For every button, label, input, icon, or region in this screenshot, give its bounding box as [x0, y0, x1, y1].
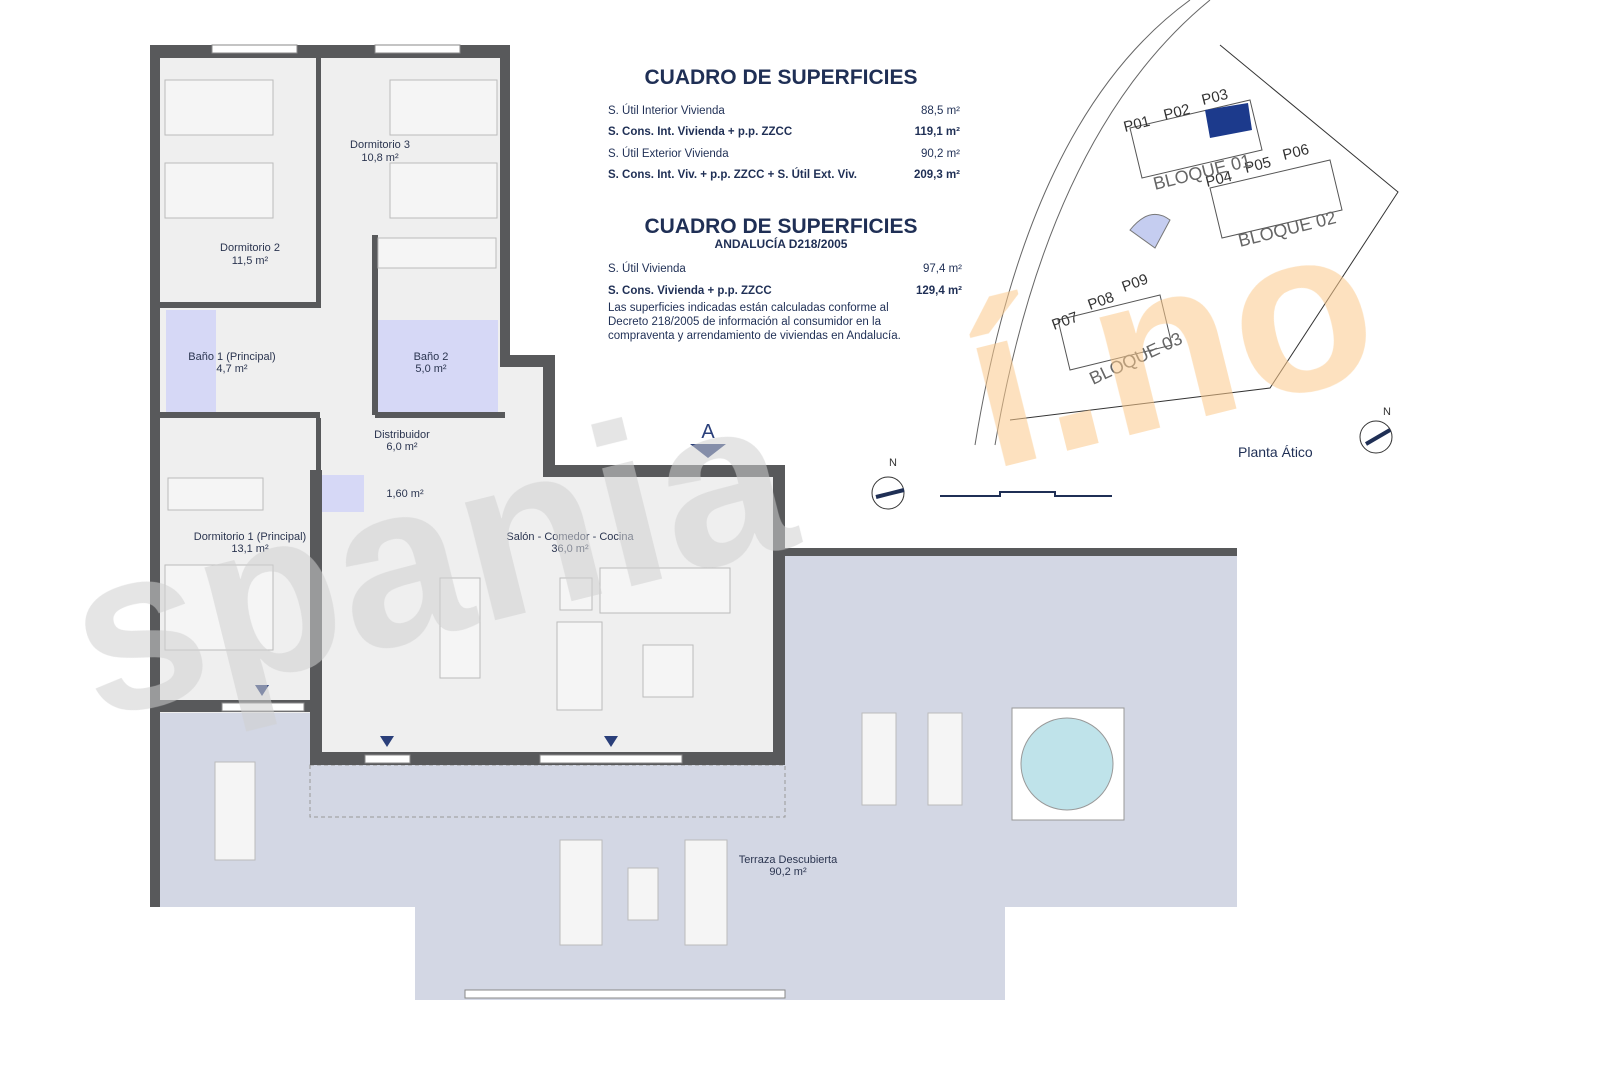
- svg-text:S. Útil Exterior Vivienda: S. Útil Exterior Vivienda: [608, 147, 729, 160]
- svg-text:compraventa y arrendamiento de: compraventa y arrendamiento de viviendas…: [608, 330, 901, 342]
- room-labels: Dormitorio 3 10,8 m² Dormitorio 2 11,5 m…: [188, 139, 838, 878]
- svg-text:Decreto 218/2005 de informació: Decreto 218/2005 de información al consu…: [608, 316, 882, 328]
- svg-text:í.no: í.no: [940, 169, 1399, 517]
- svg-text:Las superficies indicadas está: Las superficies indicadas están calculad…: [608, 302, 889, 314]
- svg-text:S. Cons. Int. Viv. + p.p. ZZCC: S. Cons. Int. Viv. + p.p. ZZCC + S. Útil…: [608, 168, 857, 181]
- room-area: 13,1 m²: [231, 543, 269, 555]
- section-marker: A: [690, 421, 726, 458]
- highlighted-unit: [1205, 103, 1252, 138]
- svg-text:N: N: [889, 457, 897, 469]
- svg-text:P06: P06: [1281, 141, 1311, 164]
- room-name: Dormitorio 3: [350, 139, 410, 151]
- svg-text:CUADRO DE SUPERFICIES: CUADRO DE SUPERFICIES: [644, 215, 917, 238]
- room-name: Distribuidor: [374, 429, 430, 441]
- svg-text:P05: P05: [1243, 154, 1273, 177]
- pool: [1011, 707, 1125, 821]
- svg-text:P04: P04: [1204, 168, 1234, 191]
- room-area: 5,0 m²: [415, 363, 447, 375]
- room-name: Baño 1 (Principal): [188, 351, 275, 363]
- svg-text:S. Cons. Int. Vivienda + p.p.: S. Cons. Int. Vivienda + p.p. ZZCC: [608, 126, 792, 138]
- svg-text:129,4 m²: 129,4 m²: [916, 285, 962, 297]
- svg-text:P02: P02: [1162, 101, 1192, 124]
- room-area: 36,0 m²: [551, 543, 589, 555]
- svg-text:P03: P03: [1200, 86, 1230, 109]
- svg-text:A: A: [701, 421, 715, 443]
- room-area: 11,5 m²: [232, 255, 269, 267]
- site-plan: P01 P02 P03 P04 P05 P06 P07 P08 P09 BLOQ…: [974, 0, 1399, 460]
- surface-table-1: CUADRO DE SUPERFICIES S. Útil Interior V…: [608, 66, 960, 181]
- svg-text:P01: P01: [1122, 113, 1152, 136]
- windows: [211, 44, 786, 999]
- room-area: 6,0 m²: [386, 441, 418, 453]
- svg-text:S. Útil Vivienda: S. Útil Vivienda: [608, 262, 686, 275]
- room-name: Dormitorio 2: [220, 242, 280, 254]
- svg-text:119,1 m²: 119,1 m²: [915, 126, 961, 138]
- svg-text:S. Cons. Vivienda + p.p. ZZCC: S. Cons. Vivienda + p.p. ZZCC: [608, 285, 772, 297]
- overhang-outline: [309, 764, 786, 818]
- north-arrow: N: [871, 457, 905, 510]
- view-markers: [255, 685, 618, 747]
- room-area: 10,8 m²: [361, 152, 399, 164]
- svg-text:88,5 m²: 88,5 m²: [921, 105, 960, 117]
- svg-text:ANDALUCÍA D218/2005: ANDALUCÍA D218/2005: [715, 236, 848, 251]
- floor-label: Planta Ático: [1238, 444, 1313, 460]
- furniture: [164, 79, 963, 946]
- svg-text:97,4 m²: 97,4 m²: [923, 263, 962, 275]
- room-area: 90,2 m²: [769, 866, 807, 878]
- surface-table-2: CUADRO DE SUPERFICIES ANDALUCÍA D218/200…: [608, 215, 962, 342]
- svg-text:209,3 m²: 209,3 m²: [914, 169, 960, 181]
- room-name: Dormitorio 1 (Principal): [194, 531, 306, 543]
- room-name: Baño 2: [414, 351, 449, 363]
- bathrooms: [166, 310, 498, 512]
- room-name: Terraza Descubierta: [739, 854, 838, 866]
- svg-text:CUADRO DE SUPERFICIES: CUADRO DE SUPERFICIES: [644, 66, 917, 89]
- svg-text:N: N: [1383, 406, 1391, 418]
- room-area: 1,60 m²: [386, 488, 424, 500]
- svg-text:90,2 m²: 90,2 m²: [921, 148, 960, 160]
- room-name: Salón - Comedor - Cocina: [506, 531, 634, 543]
- svg-text:S. Útil Interior Vivienda: S. Útil Interior Vivienda: [608, 104, 725, 117]
- scale-bar: [940, 491, 1112, 497]
- room-area: 4,7 m²: [216, 363, 248, 375]
